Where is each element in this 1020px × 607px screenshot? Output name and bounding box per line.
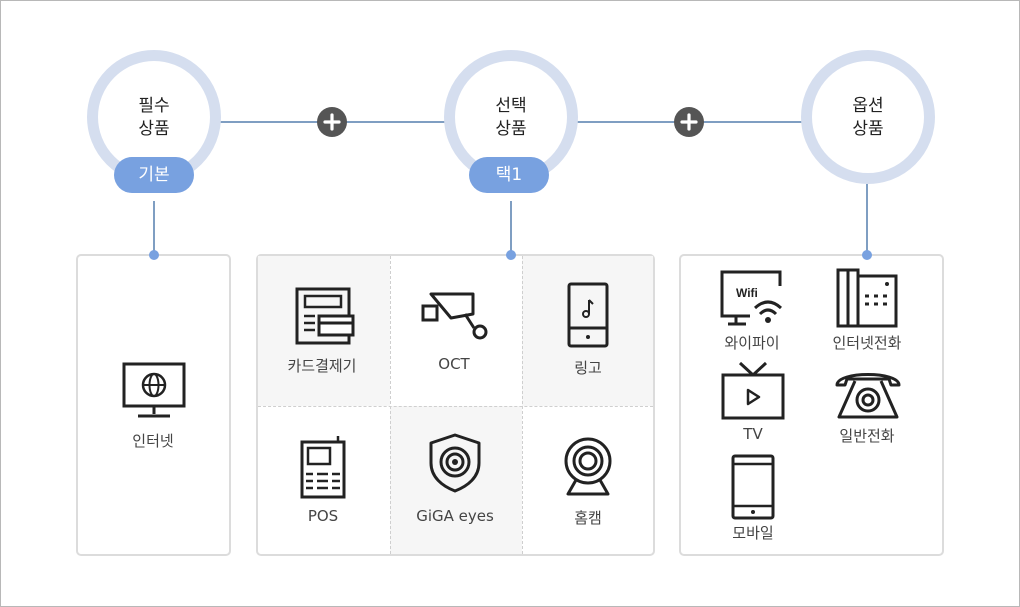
connector-dot [149,250,159,260]
shield-eye-icon [429,433,481,493]
item-label: OCT [438,355,470,373]
plus-icon [674,107,704,137]
item-label: 인터넷 [132,432,174,450]
item-label: 홈캠 [574,509,602,527]
item-label: 모바일 [732,524,774,542]
wifi-monitor-icon: Wifi [720,270,783,326]
mobile-icon [731,454,775,520]
item-label: 와이파이 [724,334,780,352]
item-label: TV [743,425,763,443]
svg-text:Wifi: Wifi [736,286,758,300]
desk-phone-icon [836,268,898,328]
webcam-icon [564,437,612,496]
basic-badge: 기본 [114,157,194,193]
item-label: 카드결제기 [287,357,357,375]
item-label: GiGA eyes [416,507,494,525]
option-items-panel [679,254,944,556]
item-label: 링고 [574,359,602,377]
connector-dot [862,250,872,260]
connector-line [510,201,512,255]
connector-line [153,201,155,255]
card-terminal-icon [295,287,355,345]
connector-dot [506,250,516,260]
tv-icon [721,361,785,420]
item-label: 일반전화 [839,427,895,445]
pos-terminal-icon [300,436,346,499]
option-product-ring [801,50,935,184]
choose-one-badge: 택1 [469,157,549,193]
plus-icon [317,107,347,137]
cctv-camera-icon [421,292,488,340]
music-phone-icon [567,282,609,348]
connector-line [866,184,868,255]
item-label: 인터넷전화 [832,334,902,352]
monitor-globe-icon [122,362,186,418]
item-label: POS [307,507,339,525]
rotary-phone-icon [835,373,901,419]
